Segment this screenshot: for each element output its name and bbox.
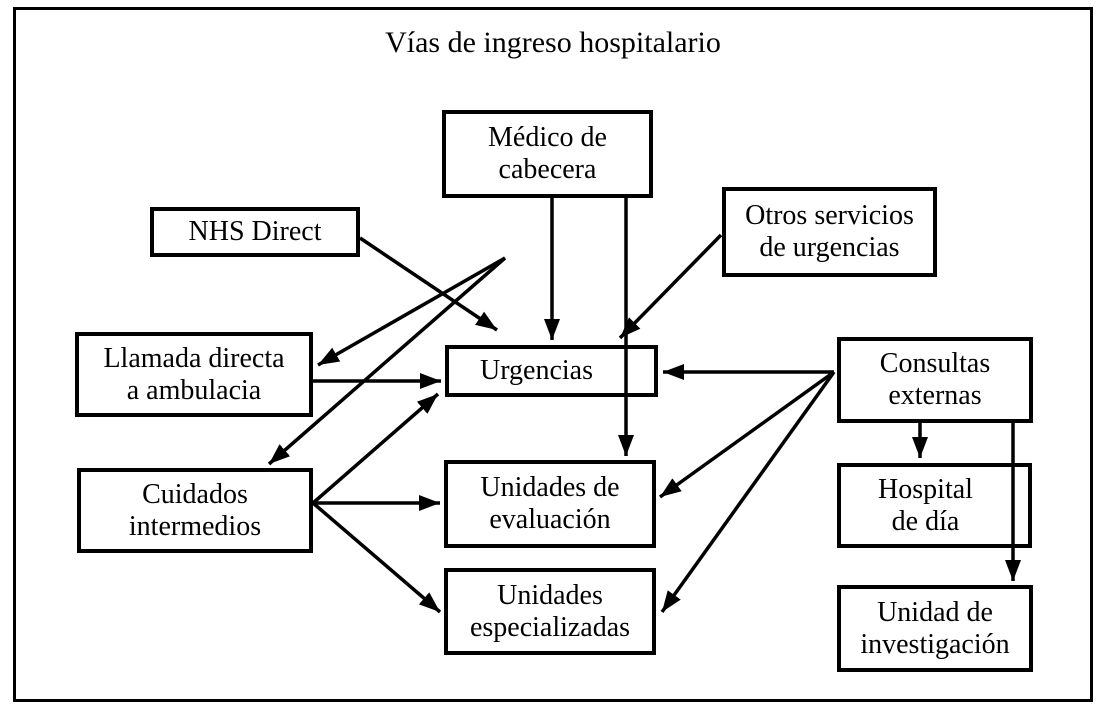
- node-hospital-de-dia: Hospital de día: [837, 463, 1032, 548]
- node-consultas-externas: Consultas externas: [837, 337, 1033, 423]
- node-cuidados-intermedios: Cuidados intermedios: [77, 468, 313, 553]
- node-otros-servicios-de-urgencias: Otros servicios de urgencias: [722, 187, 937, 277]
- node-nhs-direct: NHS Direct: [150, 207, 360, 257]
- node-medico-de-cabecera: Médico de cabecera: [442, 110, 653, 198]
- diagram-title: Vías de ingreso hospitalario: [385, 26, 721, 59]
- node-llamada-directa-a-ambulacia: Llamada directa a ambulacia: [75, 332, 313, 417]
- node-urgencias: Urgencias: [445, 345, 658, 397]
- node-unidades-especializadas: Unidades especializadas: [444, 568, 656, 655]
- diagram-border: [13, 7, 1093, 702]
- node-unidades-de-evaluacion: Unidades de evaluación: [444, 460, 656, 548]
- node-unidad-de-investigacion: Unidad de investigación: [837, 585, 1033, 672]
